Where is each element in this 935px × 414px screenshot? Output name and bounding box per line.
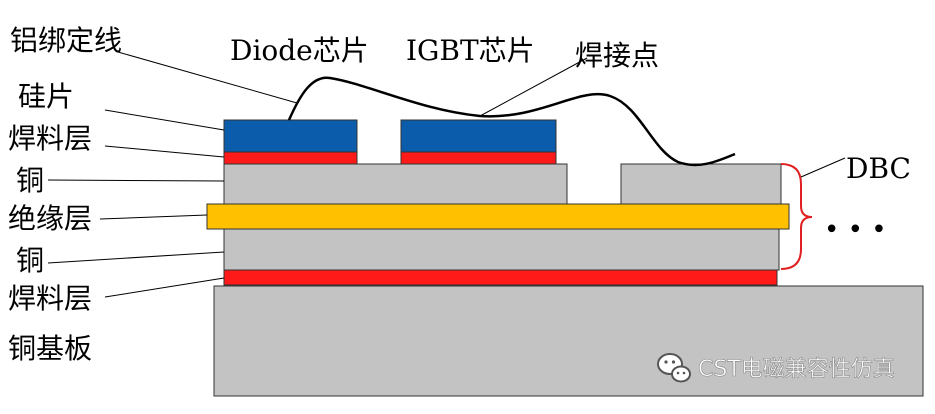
label-insulation-layer: 绝缘层 [8,202,92,235]
watermark-text: CST电磁兼容性仿真 [698,357,895,382]
igbt-solder-layer-block [400,151,557,165]
label-diode-chip: Diode芯片 [230,34,369,67]
leader-line-solder-top [104,145,225,158]
leader-line-silicon-chip [104,109,225,131]
label-bond-wire: 铝绑定线 [10,24,122,57]
dbc-bottom-copper-block [223,228,780,271]
watermark: CST电磁兼容性仿真 [657,353,895,383]
label-copper-top: 铜 [16,164,44,197]
dbc-top-copper-left-block [223,163,568,205]
bottom-solder-layer-block [223,269,778,286]
label-dbc: DBC [846,152,911,185]
label-copper-baseplate: 铜基板 [8,332,92,365]
label-solder-layer-bottom: 焊料层 [8,282,92,315]
label-silicon-chip: 硅片 [18,80,74,113]
leader-line-copper-top [47,179,225,182]
continuation-ellipsis: • • • [824,215,887,245]
dbc-bracket [780,163,813,270]
leader-line-dbc [800,157,846,178]
igbt-chip-block [400,119,557,153]
aluminum-bond-wire [287,76,736,167]
diode-chip-block [223,119,358,153]
diode-solder-layer-block [223,151,358,165]
label-copper-bottom: 铜 [16,244,44,277]
leader-line-solder-joint [479,57,588,117]
label-solder-layer-top: 焊料层 [8,122,92,155]
dbc-top-copper-right-block [620,163,782,205]
copper-baseplate-block [213,285,924,397]
wechat-icon [657,353,691,383]
leader-line-solder-bottom [104,277,225,298]
leader-line-insulation [99,214,208,220]
label-igbt-chip: IGBT芯片 [406,34,535,67]
label-solder-joint: 焊接点 [575,39,659,72]
leader-line-bond-wire [117,51,298,104]
leader-line-copper-bottom [47,251,225,264]
insulation-layer-block [206,203,790,230]
